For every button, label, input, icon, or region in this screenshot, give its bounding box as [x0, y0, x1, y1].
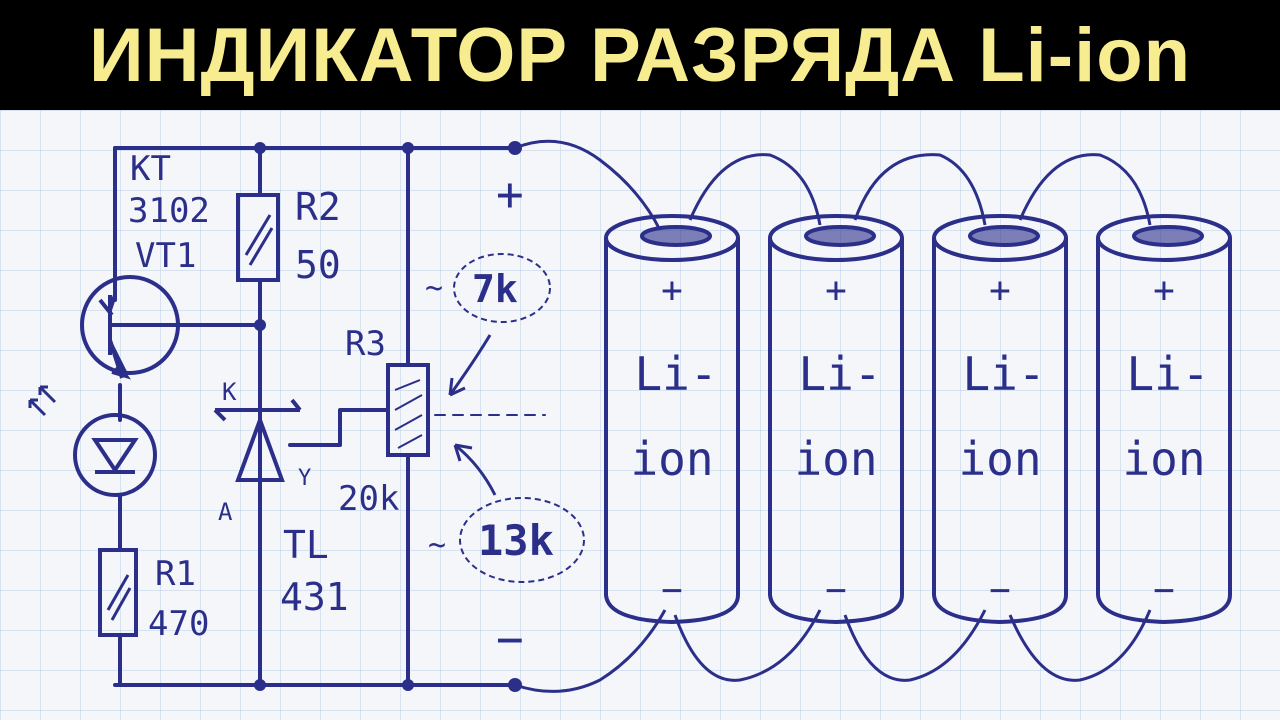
tl431-label-1: TL — [283, 523, 329, 567]
wire-to-battery-1-plus — [514, 139, 662, 231]
annotation-clouds — [453, 253, 585, 583]
tl431-pin-k: K — [222, 378, 237, 406]
battery-2-minus: − — [825, 570, 847, 611]
node — [254, 319, 266, 331]
arrow-lower — [454, 443, 497, 496]
battery-4-line1: Li- — [1126, 347, 1209, 401]
wire-battery-2-3 — [853, 153, 987, 226]
vt1-label-2: 3102 — [128, 191, 210, 231]
vt1-label-1: KT — [130, 149, 171, 189]
wire-battery-3-4-minus — [1008, 609, 1152, 682]
resistor-r1 — [98, 548, 138, 637]
r2-value: 50 — [295, 243, 341, 287]
arrow-upper — [448, 334, 492, 396]
battery-2-line1: Li- — [798, 347, 881, 401]
page-title: ИНДИКАТОР РАЗРЯДА Li-ion — [88, 13, 1192, 98]
tl431-pin-y: Y — [298, 466, 311, 491]
tilde-upper: ~ — [425, 271, 443, 306]
battery-3 — [932, 214, 1068, 625]
battery-3-line2: ion — [958, 432, 1041, 486]
tilde-lower: ~ — [428, 528, 446, 563]
resistor-r2 — [236, 193, 280, 282]
cloud-7k — [453, 253, 551, 323]
annotation-arrows — [448, 334, 497, 496]
tl431-label-2: 431 — [280, 575, 349, 619]
battery-1-line1: Li- — [634, 347, 717, 401]
battery-2-plus: + — [825, 270, 847, 311]
wire-battery-3-4 — [1018, 153, 1152, 226]
r3-value: 20k — [338, 479, 399, 519]
battery-4 — [1096, 214, 1232, 625]
terminal-plus: + — [496, 167, 524, 221]
node — [402, 679, 414, 691]
schematic-sheet: KT 3102 VT1 R2 50 R1 470 R3 20k K A Y TL… — [0, 110, 1280, 720]
node — [254, 142, 266, 154]
battery-3-line1: Li- — [962, 347, 1045, 401]
vt1-label-3: VT1 — [135, 236, 196, 276]
circuit — [113, 146, 546, 687]
wire-battery-2-3-minus — [843, 609, 987, 682]
wire-battery-1-2-minus — [673, 609, 822, 682]
annotation-13k: 13k — [478, 516, 554, 565]
r3-name: R3 — [345, 324, 386, 364]
cloud-13k — [459, 497, 585, 583]
battery-1-plus: + — [661, 270, 683, 311]
battery-3-plus: + — [989, 270, 1011, 311]
ref-wire — [288, 408, 390, 447]
battery-3-minus: − — [989, 570, 1011, 611]
tl431 — [213, 398, 302, 482]
potentiometer-r3 — [386, 363, 430, 457]
battery-2-line2: ion — [794, 432, 877, 486]
r1-value: 470 — [148, 604, 209, 644]
battery-4-line2: ion — [1122, 432, 1205, 486]
tl431-pin-a: A — [218, 498, 233, 526]
terminal-minus: − — [496, 612, 524, 666]
r2-name: R2 — [295, 185, 341, 229]
wire-to-battery-1-minus — [514, 609, 667, 693]
battery-2 — [768, 214, 904, 625]
title-bar: ИНДИКАТОР РАЗРЯДА Li-ion — [0, 0, 1280, 110]
annotation-7k: 7k — [472, 267, 518, 311]
transistor-vt1 — [80, 275, 180, 380]
wire-battery-1-2 — [688, 153, 822, 226]
battery-4-minus: − — [1153, 570, 1175, 611]
battery-1-minus: − — [661, 570, 683, 611]
node — [254, 679, 266, 691]
battery-1-line2: ion — [630, 432, 713, 486]
battery-wires — [514, 139, 1152, 693]
battery-4-plus: + — [1153, 270, 1175, 311]
r1-name: R1 — [155, 554, 196, 594]
battery-1 — [604, 214, 740, 625]
led — [28, 385, 157, 497]
node — [402, 142, 414, 154]
